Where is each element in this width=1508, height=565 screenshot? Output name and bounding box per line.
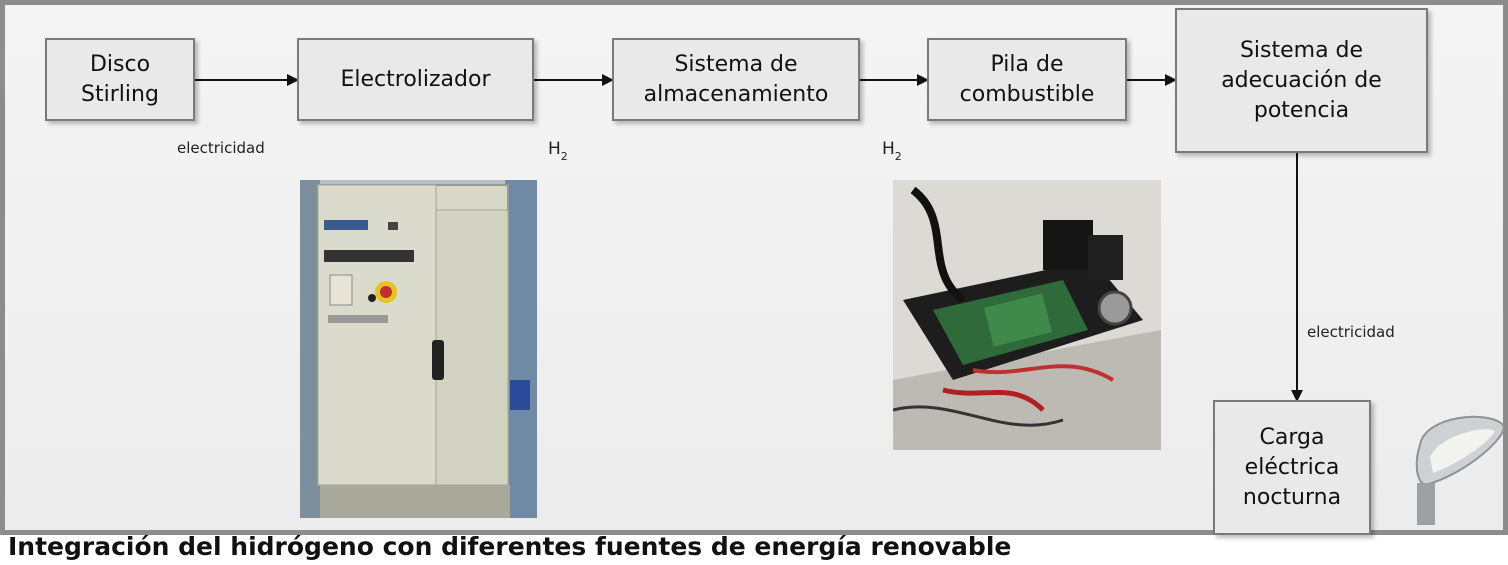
box-sistema-adecuacion: Sistema de adecuación de potencia: [1175, 8, 1428, 153]
label-h2-2: H2: [882, 139, 902, 163]
box-disco-stirling: Disco Stirling: [45, 38, 195, 121]
electrolyzer-photo: [300, 180, 537, 518]
box-carga-electrica: Carga eléctrica nocturna: [1213, 400, 1371, 535]
box-pila-combustible: Pila de combustible: [927, 38, 1127, 121]
label-electricidad-1: electricidad: [177, 139, 265, 157]
flow-arrows: [193, 74, 1303, 402]
street-lamp-icon: [1395, 405, 1508, 525]
box-electrolizador: Electrolizador: [297, 38, 534, 121]
fuel-cell-photo: [893, 180, 1161, 450]
label-h2-1: H2: [548, 139, 568, 163]
box-sistema-almacenamiento: Sistema de almacenamiento: [612, 38, 860, 121]
label-electricidad-2: electricidad: [1307, 323, 1395, 341]
diagram-panel: Disco Stirling Electrolizador Sistema de…: [0, 0, 1508, 535]
caption: Integración del hidrógeno con diferentes…: [8, 532, 1012, 561]
